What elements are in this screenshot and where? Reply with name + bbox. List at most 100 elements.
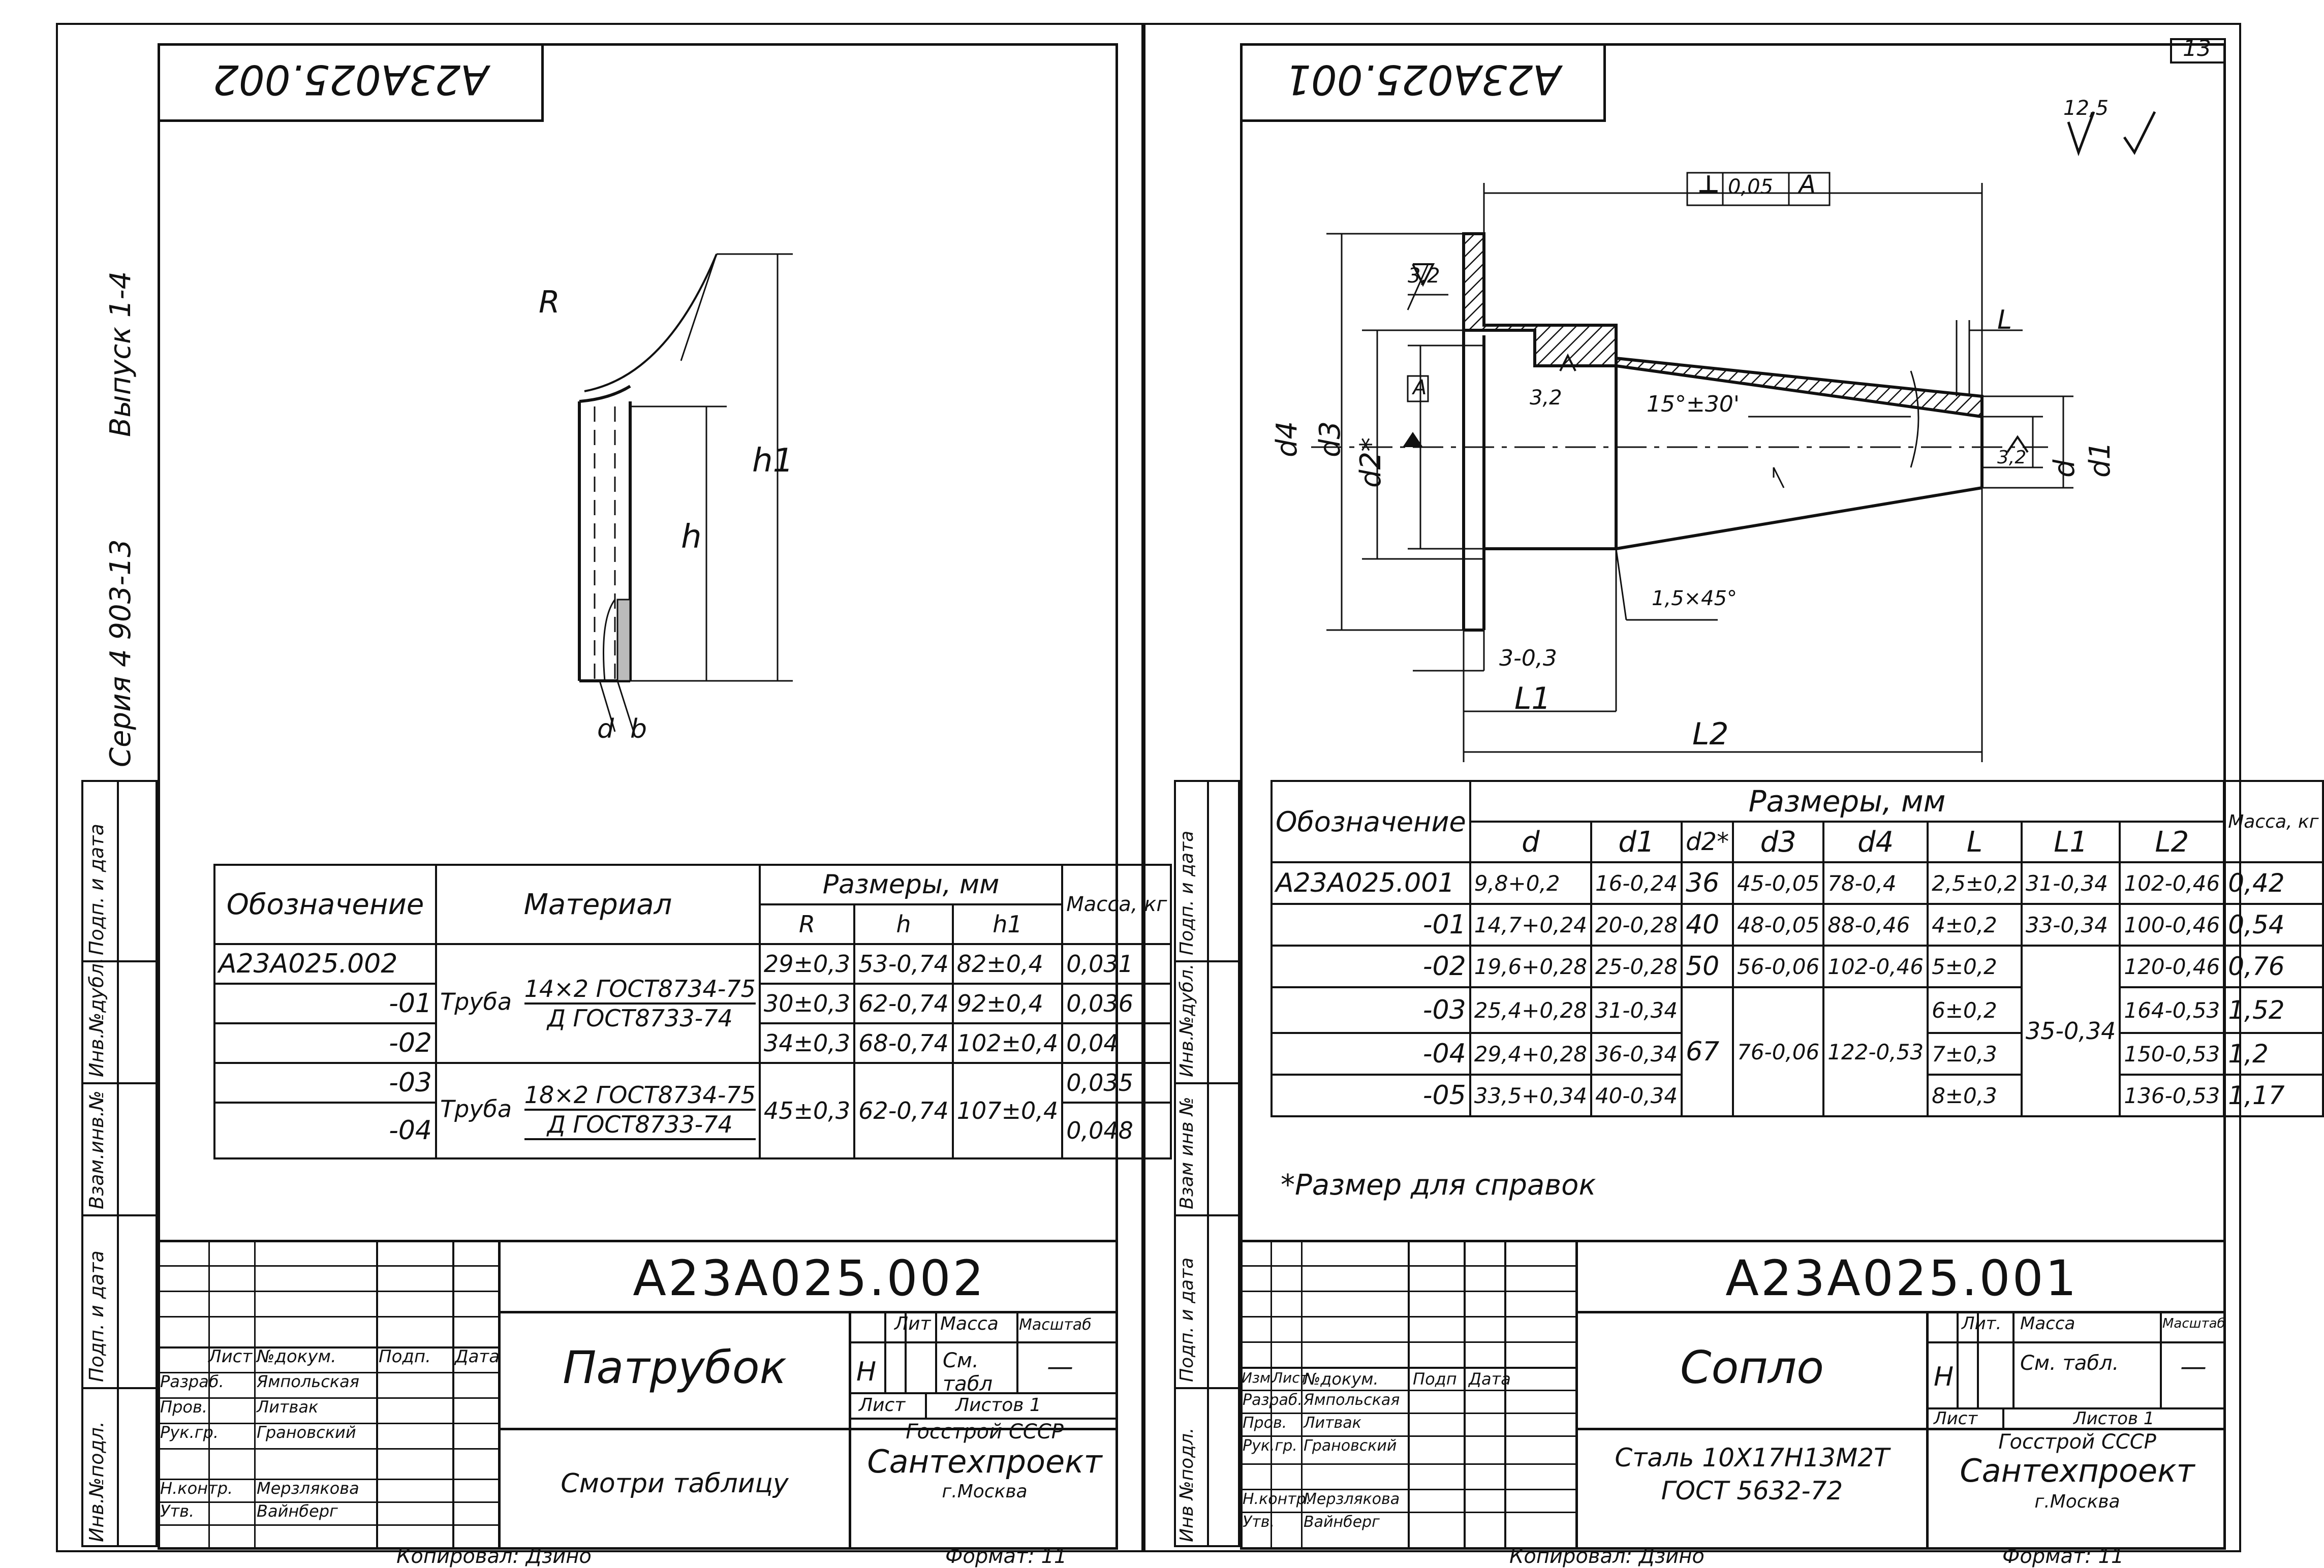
cell-mass: 0,42 — [2223, 861, 2324, 905]
table-row: -05 33,5+0,34 40-0,34 8±0,3 136-0,53 1,1… — [1271, 1074, 2324, 1117]
right-format: Формат: 11 — [2002, 1545, 2124, 1568]
cell-d: 9,8+0,2 — [1469, 861, 1592, 905]
left-person: Мерзлякова — [257, 1479, 359, 1498]
label-r32-a: 3,2 — [1408, 264, 1440, 288]
label-h: h — [681, 518, 702, 556]
left-mass: См. табл — [943, 1349, 993, 1396]
cell-d1: 40-0,34 — [1590, 1074, 1683, 1117]
left-person: Литвак — [257, 1397, 319, 1417]
cell-d4-merged: 122-0,53 — [1822, 986, 1929, 1117]
right-stamp-label: Подп. и дата — [1176, 1257, 1197, 1382]
right-person: Ямпольская — [1304, 1391, 1400, 1409]
right-person: Вайнберг — [1304, 1513, 1380, 1531]
right-role: Пров. — [1243, 1414, 1287, 1432]
cell-L: 2,5±0,2 — [1927, 861, 2023, 905]
right-role: Разраб. — [1243, 1391, 1303, 1409]
page-number: 13 — [2183, 36, 2211, 61]
cell-d: 14,7+0,24 — [1469, 903, 1592, 947]
cell-designation: -05 — [1271, 1074, 1471, 1117]
tol-ref: А — [1799, 170, 1816, 199]
col-dims: Размеры, мм — [758, 864, 1064, 905]
cell-R: 45±0,3 — [758, 1062, 856, 1159]
left-role: Разраб. — [160, 1372, 224, 1391]
seriya-label: Серия 4 903-13 — [104, 539, 137, 767]
vypusk-label: Выпуск 1-4 — [104, 271, 137, 437]
left-title-block — [158, 1240, 1118, 1550]
cell-d1: 31-0,34 — [1590, 986, 1683, 1034]
left-margin-stamp — [81, 780, 158, 1547]
cell-d4: 102-0,46 — [1822, 945, 1929, 988]
right-spec-table: Обозначение Размеры, мм Масса, кг d d1 d… — [1271, 780, 2324, 1117]
col-designation: Обозначение — [1271, 780, 1471, 863]
right-org3: г.Москва — [2034, 1491, 2120, 1512]
label-3: 3-0,3 — [1499, 645, 1557, 671]
label-r32-c: 3,2 — [1997, 447, 2027, 468]
mat-bot: Д ГОСТ8733-74 — [524, 1111, 756, 1140]
cell-d: 19,6+0,28 — [1469, 945, 1592, 988]
cell-L: 8±0,3 — [1927, 1074, 2023, 1117]
right-person: Литвак — [1304, 1414, 1361, 1432]
cell-h1: 102±0,4 — [951, 1022, 1064, 1064]
right-material-1: Сталь 10Х17Н13М2Т — [1615, 1443, 1889, 1472]
cell-designation: -02 — [213, 1022, 437, 1064]
page-number-box — [2170, 38, 2226, 64]
cell-d1: 20-0,28 — [1590, 903, 1683, 947]
left-people-head: Подп. — [379, 1346, 431, 1367]
cell-d1: 36-0,34 — [1590, 1032, 1683, 1076]
cell-designation: -04 — [213, 1102, 437, 1159]
right-org1: Госстрой СССР — [1998, 1430, 2156, 1454]
label-R: R — [539, 285, 560, 320]
roughness-icon — [2067, 111, 2156, 156]
table-row: -01 30±0,3 62-0,74 92±0,4 0,036 — [213, 983, 1172, 1024]
sub-L1: L1 — [2020, 821, 2121, 863]
sub-d: d — [1469, 821, 1592, 863]
mat-word: Труба — [440, 1095, 512, 1123]
left-spec-table: Обозначение Материал Размеры, мм Масса, … — [213, 864, 1172, 1159]
cell-d4: 88-0,46 — [1822, 903, 1929, 947]
left-org2: Сантехпроект — [867, 1443, 1102, 1480]
sub-h: h — [853, 903, 954, 945]
left-sheet-label: Лист — [859, 1395, 906, 1416]
cell-designation: -03 — [213, 1062, 437, 1104]
left-lit-head: Лит — [894, 1313, 931, 1334]
right-material-2: ГОСТ 5632-72 — [1661, 1476, 1843, 1506]
sub-d2: d2* — [1681, 821, 1734, 863]
cell-mass: 0,76 — [2223, 945, 2324, 988]
right-title-name: Сопло — [1680, 1341, 1824, 1394]
right-stamp-label: Взам инв № — [1176, 1096, 1197, 1209]
cell-d3: 48-0,05 — [1732, 903, 1825, 947]
cell-L1: 33-0,34 — [2020, 903, 2121, 947]
cell-L1-merged: 35-0,34 — [2020, 945, 2121, 1117]
right-role: Утв. — [1243, 1513, 1275, 1531]
right-people-head: Лист — [1272, 1369, 1308, 1386]
cell-designation: -01 — [213, 983, 437, 1024]
right-scale: — — [2180, 1352, 2207, 1382]
left-stamp-label: Инв.№дубл. — [85, 957, 108, 1077]
cell-h: 53-0,74 — [853, 943, 954, 985]
right-lit-head: Лит. — [1962, 1313, 2002, 1334]
mat-bot: Д ГОСТ8733-74 — [547, 1005, 733, 1032]
sub-d4: d4 — [1822, 821, 1929, 863]
left-org1: Госстрой СССР — [906, 1420, 1064, 1444]
left-lit: Н — [856, 1357, 877, 1387]
table-row: -02 19,6+0,28 25-0,28 50 56-0,06 102-0,4… — [1271, 945, 2324, 1117]
right-stamp-label: Подп. и дата — [1176, 830, 1197, 955]
table-row: А23А025.001 9,8+0,2 16-0,24 36 45-0,05 7… — [1271, 861, 2324, 905]
cell-designation: -02 — [1271, 945, 1471, 988]
label-angle: 15°±30' — [1647, 391, 1740, 417]
cell-L2: 120-0,46 — [2119, 945, 2225, 988]
right-stamp-label: Инв №подл. — [1176, 1427, 1197, 1542]
cell-material-2: Труба 18×2 ГОСТ8734-75 Д ГОСТ8733-74 — [435, 1062, 761, 1159]
cell-d1: 25-0,28 — [1590, 945, 1683, 988]
cell-L: 6±0,2 — [1927, 986, 2023, 1034]
left-scale-head: Масштаб — [1019, 1316, 1092, 1334]
right-person: Грановский — [1304, 1437, 1397, 1455]
left-title-material: Смотри таблицу — [561, 1468, 789, 1499]
label-d: d — [2048, 459, 2081, 478]
right-mass: См. табл. — [2020, 1352, 2119, 1375]
left-role: Пров. — [160, 1397, 207, 1417]
cell-mass: 0,048 — [1061, 1102, 1172, 1159]
cell-L1: 31-0,34 — [2020, 861, 2121, 905]
label-d2: d2* — [1354, 437, 1387, 488]
cell-R: 34±0,3 — [758, 1022, 856, 1064]
